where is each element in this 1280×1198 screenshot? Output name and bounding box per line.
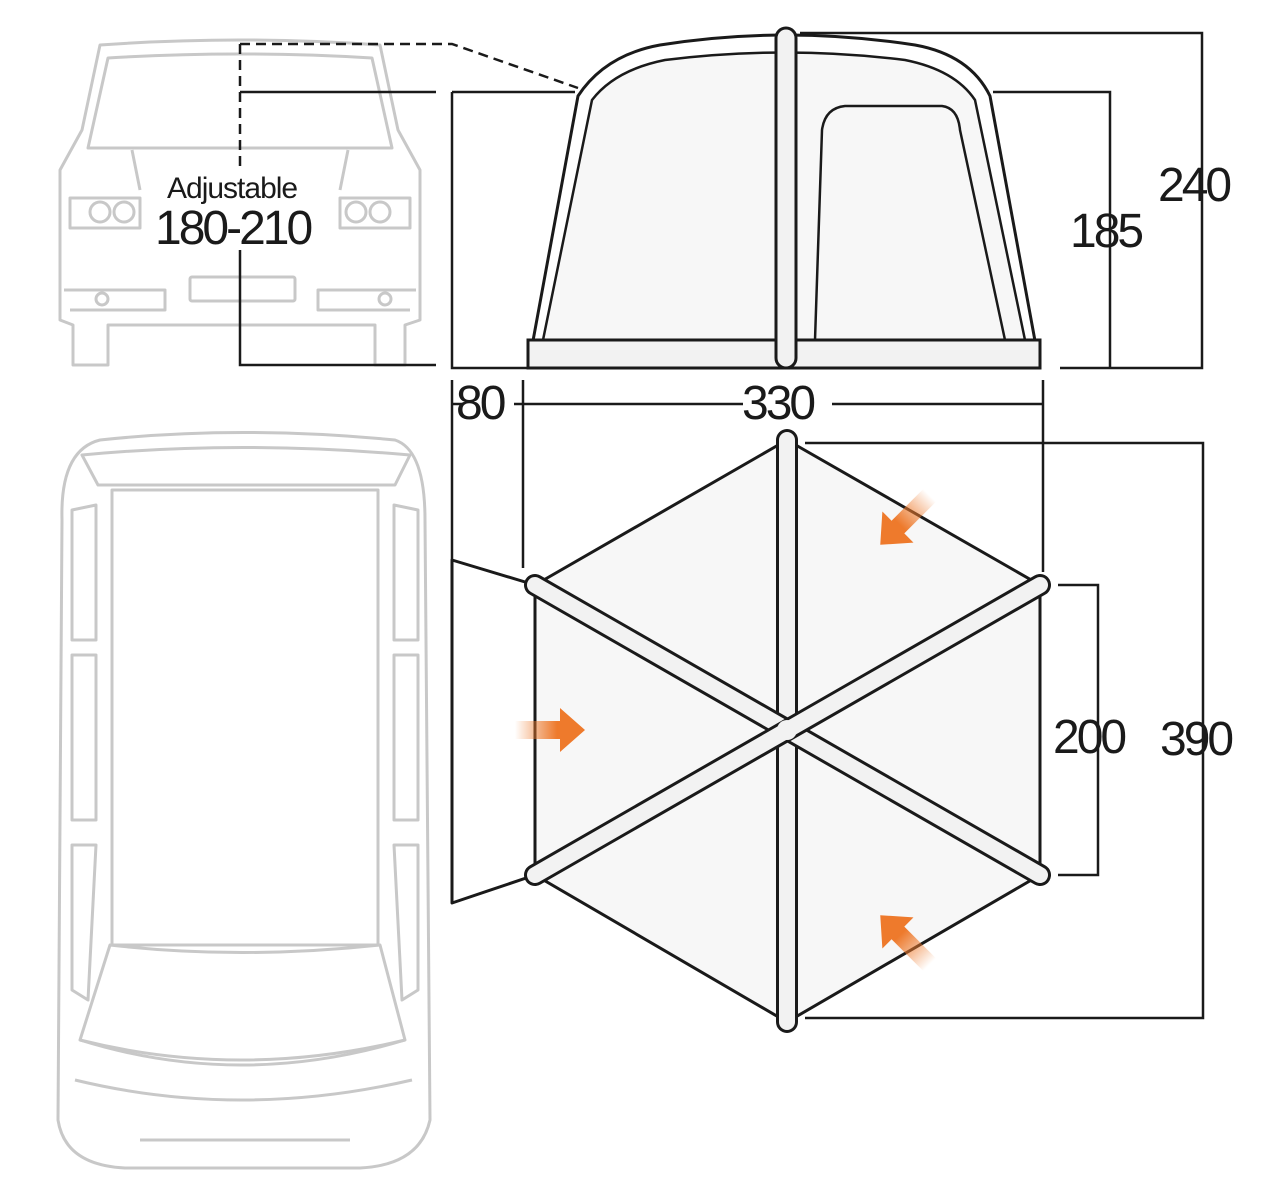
width-main-label: 330	[742, 377, 816, 430]
awning-side-view	[526, 26, 1042, 370]
vehicle-top-view	[56, 431, 432, 1170]
awning-floor-plan	[450, 429, 1051, 1033]
vehicle-rear-view	[58, 38, 422, 367]
air-beams	[524, 429, 1051, 1033]
dimension-lines	[450, 31, 1205, 1020]
arrow-bottom-right-entrance	[880, 915, 937, 972]
entrance-arrows	[515, 488, 937, 972]
arrow-top-right-entrance	[880, 488, 937, 545]
adjustable-height-guide	[238, 42, 579, 367]
depth-side-label: 200	[1053, 711, 1127, 764]
height-total-label: 240	[1158, 159, 1232, 212]
height-side-label: 185	[1070, 205, 1144, 258]
adjustable-range-label: 180-210	[155, 202, 313, 255]
adjustable-title: Adjustable	[167, 172, 298, 205]
depth-total-label: 390	[1160, 713, 1234, 766]
arrow-right-entrance	[515, 708, 585, 752]
width-annex-label: 80	[456, 377, 506, 430]
